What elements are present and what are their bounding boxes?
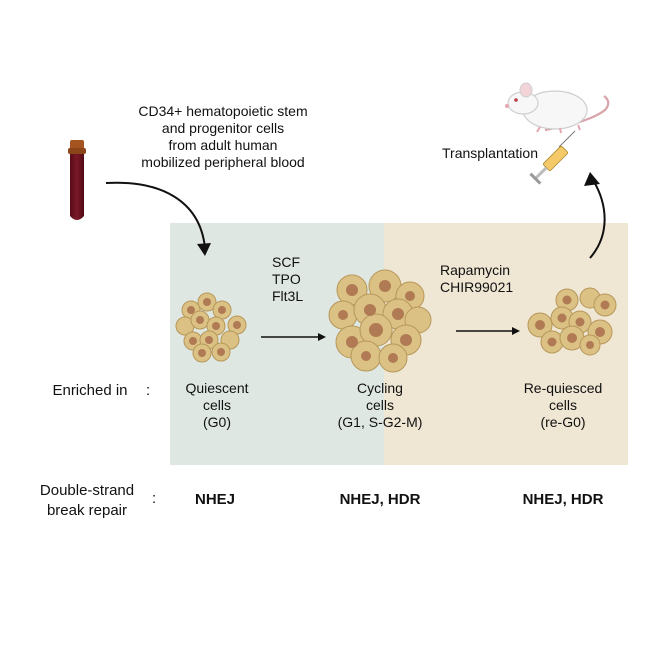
- quiescent-cell-cluster: [175, 292, 247, 363]
- stage-requiesced-state: Re-quiesced cells (re-G0): [523, 380, 603, 430]
- syringe-icon: [529, 130, 576, 185]
- double-strand-repair-label: Double-strand break repair: [39, 482, 135, 519]
- growth-factors-label: SCF TPO Flt3L: [272, 254, 304, 304]
- arrow-to-cycling: [261, 333, 326, 341]
- repair-requiesced: NHEJ, HDR: [522, 491, 604, 508]
- arrow-to-requiesced: [456, 327, 520, 335]
- requiesced-cell-cluster: [527, 287, 617, 356]
- cycling-cell-cluster: [328, 269, 432, 373]
- enriched-colon: :: [146, 382, 151, 399]
- repair-cycling: NHEJ, HDR: [339, 491, 421, 508]
- blood-tube-icon: [68, 140, 86, 220]
- arrow-to-transplant: [584, 172, 606, 259]
- transplantation-label: Transplantation: [442, 145, 538, 161]
- repair-quiescent: NHEJ: [194, 491, 235, 508]
- repair-colon: :: [152, 490, 157, 507]
- stage-quiescent-state: Quiescent cells (G0): [185, 380, 249, 430]
- enriched-in-label: Enriched in: [52, 382, 128, 399]
- small-molecules-label: Rapamycin CHIR99021: [440, 262, 514, 295]
- stage-cycling-state: Cycling cells (G1, S-G2-M): [337, 380, 423, 430]
- mouse-icon: [505, 82, 610, 134]
- source-description: CD34+ hematopoietic stem and progenitor …: [138, 103, 308, 170]
- arrow-to-quiescent: [105, 181, 211, 256]
